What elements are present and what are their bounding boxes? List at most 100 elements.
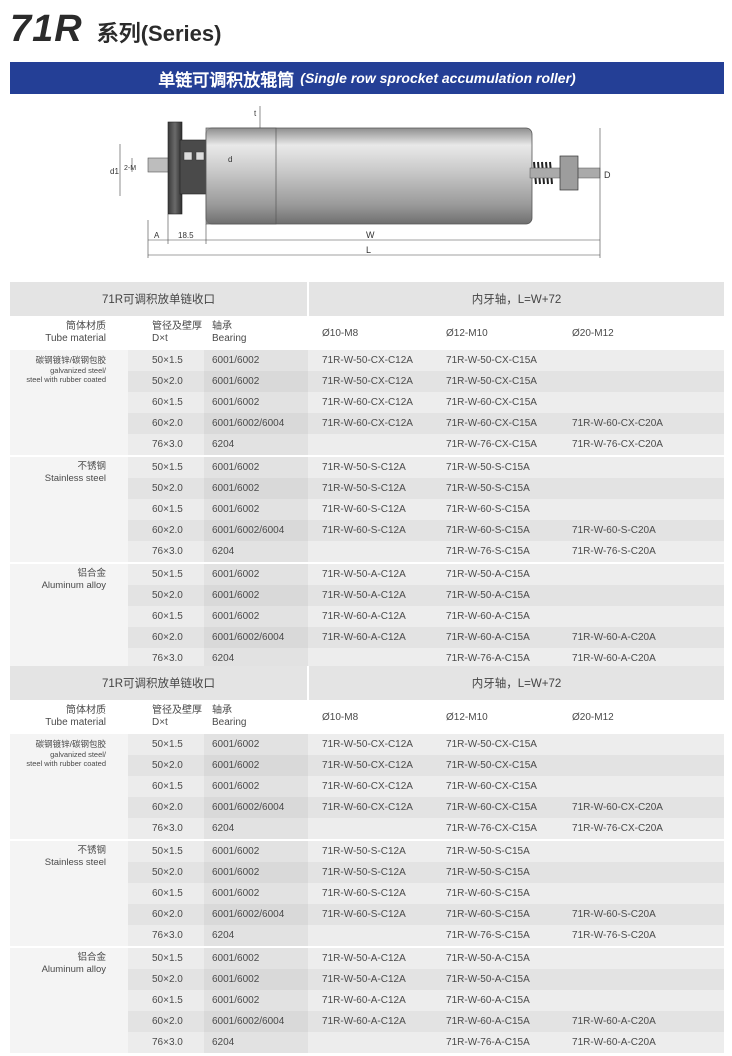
- cell-bearing: 6001/6002: [204, 606, 309, 627]
- cell-m12: [558, 755, 725, 776]
- cell-m10: 71R-W-50-A-C15A: [432, 585, 559, 606]
- header-bearing-text: Bearing: [212, 333, 247, 344]
- cell-m12: [558, 734, 725, 755]
- cell-m10: 71R-W-60-A-C15A: [432, 606, 559, 627]
- cell-dxt: 76×3.0: [128, 1032, 204, 1055]
- cell-m10: 71R-W-60-CX-C15A: [432, 413, 559, 434]
- cell-dxt: 60×1.5: [128, 392, 204, 413]
- cell-m8: [308, 434, 433, 457]
- cell-dxt: 60×2.0: [128, 797, 204, 818]
- cell-m10: 71R-W-76-CX-C15A: [432, 818, 559, 841]
- header-dt-text: 管径及壁厚: [152, 321, 202, 332]
- cell-m8: 71R-W-50-A-C12A: [308, 969, 433, 990]
- cell-m10: 71R-W-60-A-C15A: [432, 627, 559, 648]
- header-material-text: Tube material: [45, 333, 106, 344]
- cell-bearing: 6001/6002/6004: [204, 904, 309, 925]
- header-material-text: 筒体材质: [66, 705, 106, 716]
- cell-m8: 71R-W-60-A-C12A: [308, 606, 433, 627]
- banner-title-en: (Single row sprocket accumulation roller…: [300, 70, 576, 86]
- cell-m12: [558, 350, 725, 371]
- dim-D: D: [604, 170, 611, 180]
- cell-m12: 71R-W-60-CX-C20A: [558, 413, 725, 434]
- header-bearing-text: 轴承: [212, 321, 232, 332]
- cell-m10: 71R-W-60-S-C15A: [432, 904, 559, 925]
- cell-m12: [558, 606, 725, 627]
- cell-m8: 71R-W-50-A-C12A: [308, 947, 433, 969]
- cell-m12: [558, 499, 725, 520]
- cell-m10: 71R-W-50-A-C15A: [432, 947, 559, 969]
- cell-dxt: 50×1.5: [128, 456, 204, 478]
- cell-m10: 71R-W-50-CX-C15A: [432, 755, 559, 776]
- cell-bearing: 6001/6002: [204, 371, 309, 392]
- dim-A: A: [154, 231, 160, 240]
- header-m8: Ø10-M8: [308, 316, 432, 350]
- material-en-2: steel with rubber coated: [26, 375, 106, 384]
- cell-bearing: 6204: [204, 818, 309, 841]
- series-code: 71R: [10, 8, 83, 50]
- cell-dxt: 50×1.5: [128, 840, 204, 862]
- cell-dxt: 76×3.0: [128, 818, 204, 841]
- material-en: galvanized steel/: [50, 750, 106, 759]
- material-cn: 不锈钢: [77, 461, 106, 472]
- cell-dxt: 50×2.0: [128, 478, 204, 499]
- material-en: Stainless steel: [44, 473, 106, 484]
- cell-m12: 71R-W-76-CX-C20A: [558, 818, 725, 841]
- cell-m8: 71R-W-50-CX-C12A: [308, 734, 433, 755]
- header-m12: Ø20-M12: [558, 316, 724, 350]
- dim-d1: d1: [110, 167, 119, 176]
- cell-m12: [558, 840, 725, 862]
- cell-m8: 71R-W-60-CX-C12A: [308, 797, 433, 818]
- header-m10-text: Ø12-M10: [446, 327, 488, 339]
- table-title-left: 71R可调积放单链收口: [10, 666, 309, 700]
- cell-bearing: 6001/6002/6004: [204, 797, 309, 818]
- cell-m12: [558, 371, 725, 392]
- cell-m12: 71R-W-60-S-C20A: [558, 520, 725, 541]
- cell-m12: [558, 392, 725, 413]
- cell-m8: 71R-W-60-CX-C12A: [308, 776, 433, 797]
- table-title-row: 71R可调积放单链收口内牙轴，L=W+72: [10, 666, 725, 700]
- cell-bearing: 6204: [204, 1032, 309, 1055]
- cell-dxt: 60×2.0: [128, 904, 204, 925]
- cell-m8: 71R-W-50-S-C12A: [308, 456, 433, 478]
- header-material-text: Tube material: [45, 717, 106, 728]
- header-m12-text: Ø20-M12: [572, 711, 614, 723]
- cell-bearing: 6001/6002/6004: [204, 413, 309, 434]
- cell-m12: [558, 883, 725, 904]
- cell-bearing: 6001/6002/6004: [204, 627, 309, 648]
- cell-m8: [308, 925, 433, 948]
- cell-m10: 71R-W-50-A-C15A: [432, 969, 559, 990]
- header-bearing-text: 轴承: [212, 705, 232, 716]
- cell-m10: 71R-W-60-A-C15A: [432, 1011, 559, 1032]
- dim-t: t: [254, 109, 257, 118]
- cell-bearing: 6001/6002/6004: [204, 1011, 309, 1032]
- cell-m10: 71R-W-76-A-C15A: [432, 1032, 559, 1055]
- header-m10: Ø12-M10: [432, 700, 558, 734]
- cell-m12: [558, 456, 725, 478]
- cell-m8: 71R-W-60-S-C12A: [308, 883, 433, 904]
- cell-m12: [558, 862, 725, 883]
- cell-dxt: 50×2.0: [128, 755, 204, 776]
- cell-m12: 71R-W-60-A-C20A: [558, 1032, 725, 1055]
- cell-m10: 71R-W-76-S-C15A: [432, 925, 559, 948]
- cell-m10: 71R-W-60-S-C15A: [432, 520, 559, 541]
- cell-m12: 71R-W-76-S-C20A: [558, 541, 725, 564]
- cell-m10: 71R-W-50-S-C15A: [432, 840, 559, 862]
- cell-m8: 71R-W-50-S-C12A: [308, 840, 433, 862]
- cell-m12: 71R-W-60-A-C20A: [558, 627, 725, 648]
- cell-m12: 71R-W-60-S-C20A: [558, 904, 725, 925]
- material-en: Aluminum alloy: [41, 964, 106, 975]
